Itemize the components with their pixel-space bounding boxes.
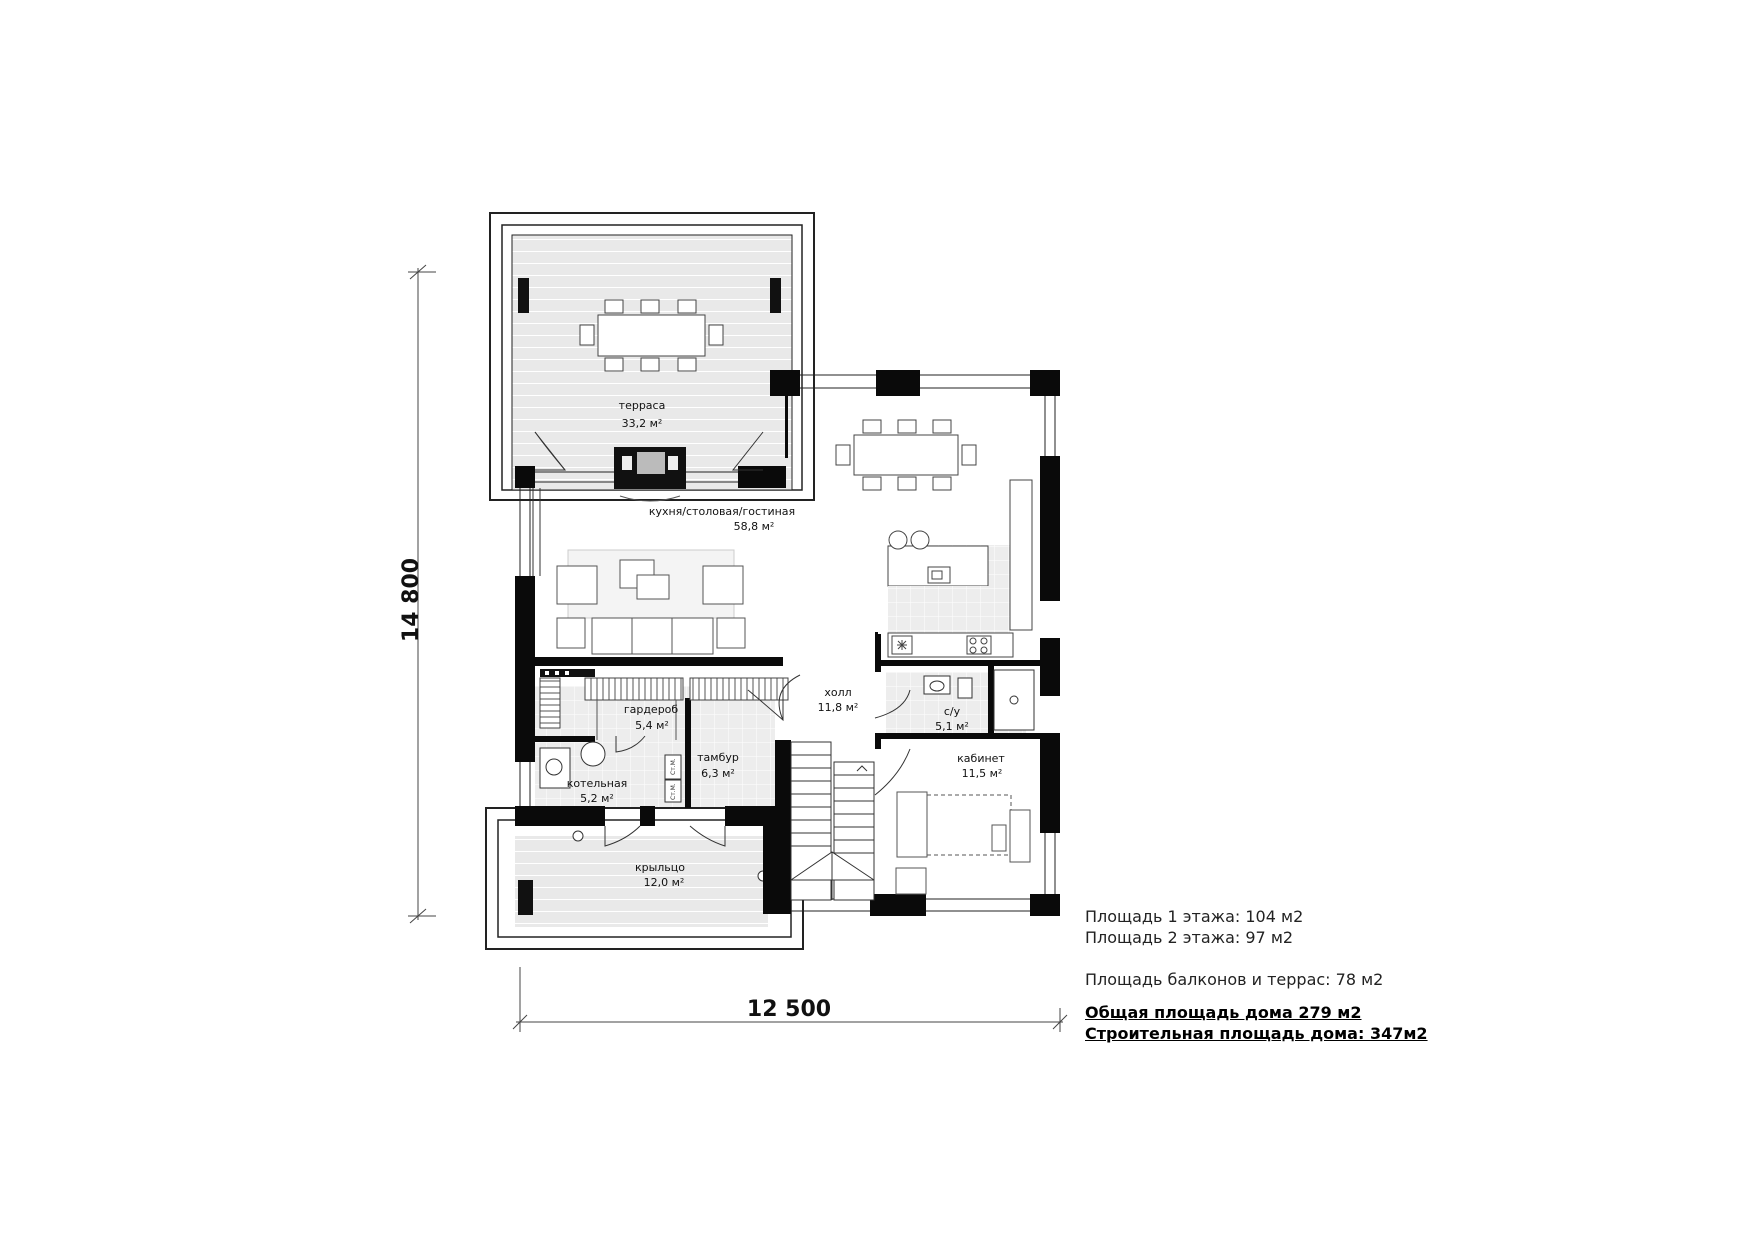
bathroom-name: с/у	[944, 705, 961, 718]
vestibule-name: тамбур	[697, 751, 739, 764]
boiler-name: котельная	[567, 777, 628, 790]
boiler-equipment	[539, 741, 682, 803]
walls	[515, 370, 1060, 916]
terrace-dining-table	[579, 299, 724, 372]
wardrobe-racks	[539, 669, 789, 740]
floor1-area: Площадь 1 этажа: 104 м2	[1085, 907, 1304, 926]
bathroom-fixtures	[923, 669, 1035, 731]
kitchen	[887, 479, 1033, 658]
wardrobe-area-value: 5,4 м²	[635, 719, 669, 732]
dimension-lines	[408, 264, 1068, 1032]
terrace-area-value: 33,2 м²	[622, 417, 663, 430]
porch-name: крыльцо	[635, 861, 685, 874]
width-dimension-label: 12 500	[747, 997, 831, 1022]
hall-area-value: 11,8 м²	[818, 701, 859, 714]
living-name: кухня/столовая/гостиная	[649, 505, 795, 518]
room-labels: терраса 33,2 м² кухня/столовая/гостиная …	[567, 399, 1006, 889]
building-area: Строительная площадь дома: 347м2	[1085, 1024, 1428, 1043]
terrace-name: терраса	[619, 399, 666, 412]
vestibule-area-value: 6,3 м²	[701, 767, 735, 780]
bathroom-area-value: 5,1 м²	[935, 720, 969, 733]
living-furniture	[556, 549, 746, 655]
staircase	[790, 741, 875, 901]
porch-area-value: 12,0 м²	[644, 876, 685, 889]
area-summary: Площадь 1 этажа: 104 м2 Площадь 2 этажа:…	[1085, 906, 1428, 1044]
washer-label: Ст.М.	[670, 783, 677, 800]
living-area-value: 58,8 м²	[734, 520, 775, 533]
washer-label: Ст.М.	[670, 758, 677, 775]
doors	[604, 674, 911, 847]
height-dimension-label: 14 800	[399, 558, 424, 642]
dining-table	[835, 419, 977, 491]
office-furniture	[895, 791, 1031, 895]
hall-name: холл	[824, 686, 851, 699]
fireplace	[614, 447, 686, 502]
windows	[532, 488, 541, 576]
floor2-area: Площадь 2 этажа: 97 м2	[1085, 928, 1294, 947]
terrace-doors	[534, 431, 764, 471]
balconies-area: Площадь балконов и террас: 78 м2	[1085, 970, 1384, 989]
office-area-value: 11,5 м²	[962, 767, 1003, 780]
total-area: Общая площадь дома 279 м2	[1085, 1003, 1362, 1022]
wardrobe-name: гардероб	[624, 703, 679, 716]
office-name: кабинет	[957, 752, 1005, 765]
boiler-area-value: 5,2 м²	[580, 792, 614, 805]
